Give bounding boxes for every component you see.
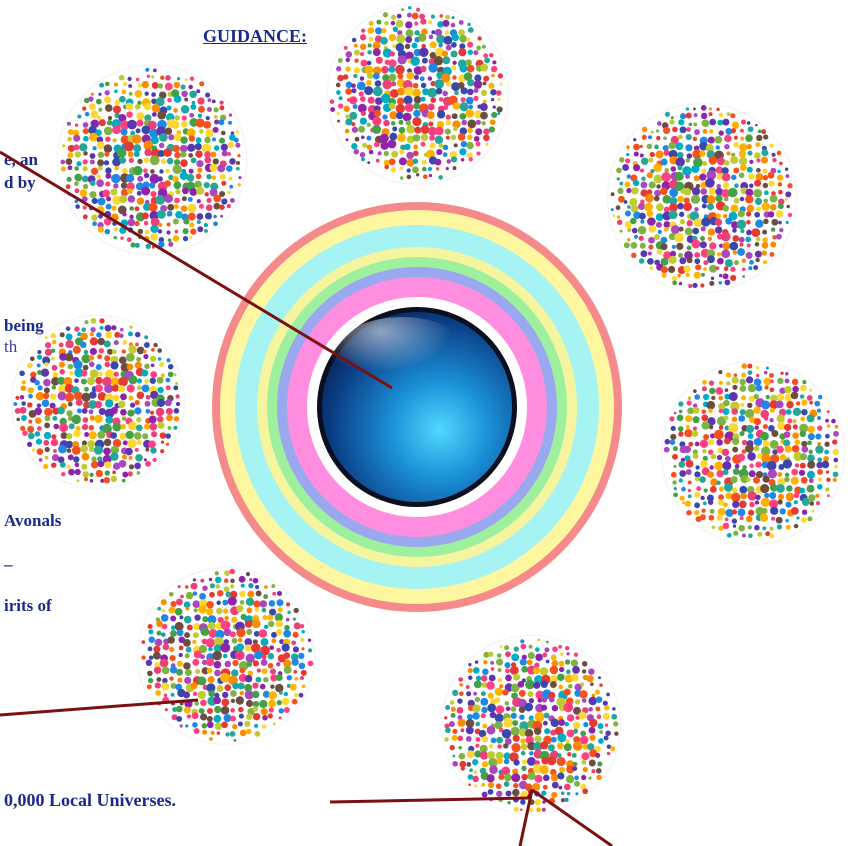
sphere-bottom-left [138, 568, 314, 744]
text-fragment-7: irits of [4, 596, 52, 615]
text-fragment-4: th [4, 337, 18, 356]
sphere-top-dots [329, 6, 504, 180]
text-fragment-3: being [4, 316, 44, 335]
rainbow-rings-graphic [212, 202, 622, 612]
sphere-left [12, 316, 184, 488]
pointer-line-to-sphere-bottom-left [0, 698, 199, 717]
local-universes-label: 0,000 Local Universes. [4, 790, 176, 810]
pointer-line-tail [518, 789, 534, 846]
pointer-line-to-sphere-bottom-right [329, 789, 534, 804]
text-fragment-6: – [4, 555, 13, 574]
sphere-bottom-right [442, 636, 620, 814]
pointer-line-to-orb [0, 150, 393, 390]
sphere-top-right [608, 104, 796, 292]
title-guidance: GUIDANCE: [203, 26, 308, 46]
text-fragment-5: Avonals [4, 511, 62, 530]
sphere-right-dots [663, 363, 839, 539]
sphere-left-dots [13, 318, 181, 484]
pointer-line-exit [531, 788, 613, 846]
sphere-top-right-dots [610, 105, 793, 289]
sphere-right [662, 362, 844, 544]
sphere-bottom-right-dots [444, 638, 619, 813]
text-fragment-2: d by [4, 173, 36, 192]
sphere-top [328, 4, 508, 184]
text-fragment-1: e, an [4, 150, 38, 169]
sphere-bottom-left-dots [141, 568, 314, 742]
sphere-top-left [58, 66, 246, 254]
sphere-top-left-dots [60, 67, 242, 250]
central-rings [207, 197, 627, 617]
